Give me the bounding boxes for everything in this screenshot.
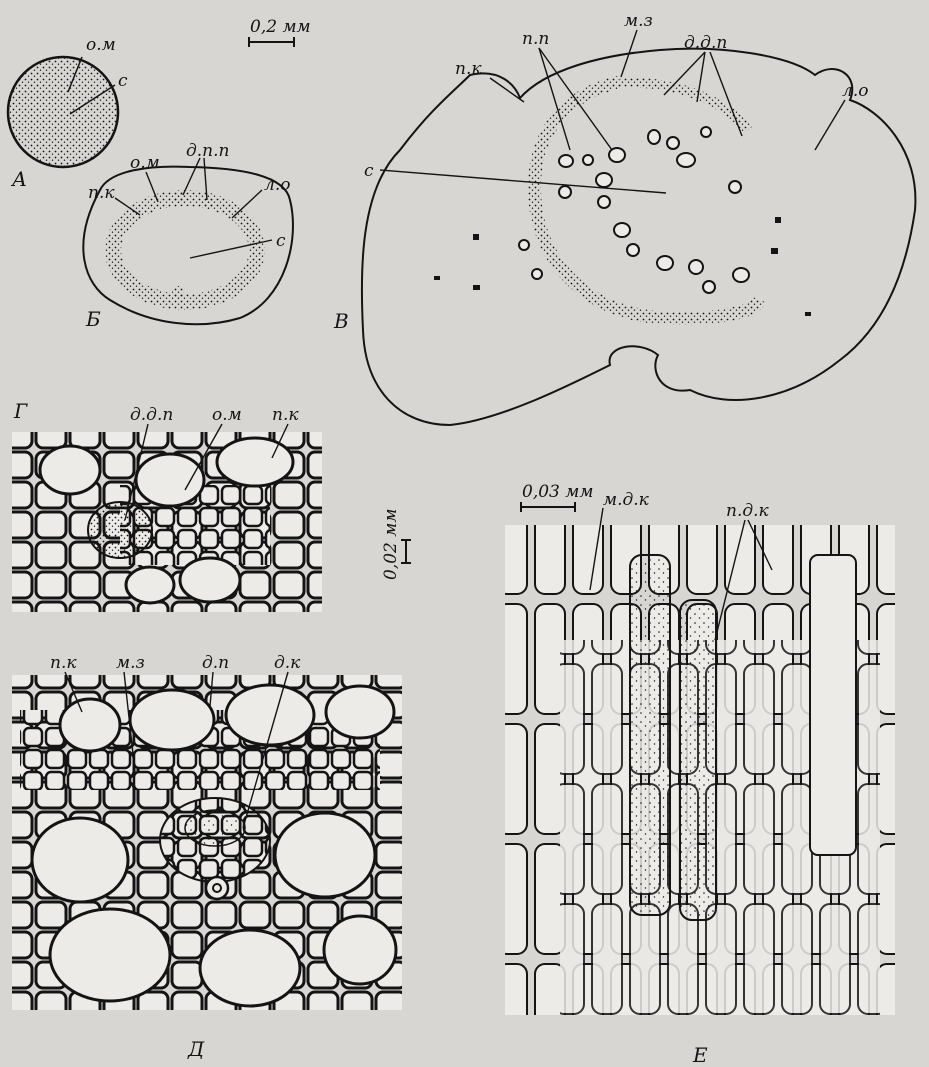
panel-b-label-pk: п.к bbox=[88, 183, 115, 203]
scale-label-right: 0,03 мм bbox=[522, 482, 593, 502]
panel-v-label-ddp: д.д.п bbox=[684, 33, 727, 53]
panel-v-label-pk: п.к bbox=[455, 59, 482, 79]
scale-bar-middle: 0,02 мм bbox=[381, 509, 411, 580]
panel-a-section bbox=[8, 57, 118, 167]
panel-v-letter: В bbox=[333, 309, 349, 333]
panel-d-label-pk: п.к bbox=[50, 653, 77, 673]
panel-v: п.п м.з д.д.п п.к л.о с В bbox=[333, 11, 915, 425]
panel-g-label-pk: п.к bbox=[272, 405, 299, 425]
panel-d-label-dp: д.п bbox=[202, 653, 229, 673]
panel-v-label-mz: м.з bbox=[624, 11, 653, 31]
panel-b-label-lo: л.о bbox=[264, 175, 290, 195]
panel-g-label-om: о.м bbox=[212, 405, 242, 425]
panel-v-outline bbox=[362, 49, 916, 425]
panel-a-label-c: с bbox=[118, 71, 128, 91]
panel-g-label-ddp: д.д.п bbox=[130, 405, 173, 425]
panel-v-ring bbox=[534, 82, 760, 318]
panel-e-label-pdk: п.д.к bbox=[726, 501, 770, 521]
panel-d: п.к м.з д.п д.к Д bbox=[12, 653, 402, 1061]
panel-v-label-pp: п.п bbox=[522, 29, 549, 49]
scale-label-middle: 0,02 мм bbox=[381, 509, 401, 580]
panel-e-letter: Е bbox=[692, 1043, 708, 1067]
panel-b-letter: Б bbox=[85, 307, 101, 331]
panel-d-label-dk: д.к bbox=[274, 653, 301, 673]
scale-bar-top: 0,2 мм bbox=[249, 17, 311, 47]
panel-v-label-c: с bbox=[364, 161, 374, 181]
panel-e: м.д.к п.д.к Е bbox=[505, 490, 895, 1067]
panel-v-label-lo: л.о bbox=[842, 81, 868, 101]
panel-b-ring bbox=[113, 198, 257, 302]
panel-g-letter: Г bbox=[13, 399, 28, 423]
panel-d-letter: Д bbox=[187, 1037, 205, 1061]
panel-b: о.м д.п.п п.к л.о с Б bbox=[83, 141, 293, 331]
panel-b-label-c: с bbox=[276, 231, 286, 251]
panel-d-label-mz: м.з bbox=[116, 653, 145, 673]
panel-a-label-om: о.м bbox=[86, 35, 116, 55]
scale-bar-right: 0,03 мм bbox=[521, 482, 593, 512]
panel-g: д.д.п о.м п.к Г bbox=[12, 399, 322, 612]
panel-e-label-mdk: м.д.к bbox=[603, 490, 650, 510]
panel-a-letter: А bbox=[10, 167, 27, 191]
panel-b-label-om: о.м bbox=[130, 153, 160, 173]
panel-a: о.м с А bbox=[8, 35, 128, 191]
panel-b-label-ddp: д.п.п bbox=[186, 141, 229, 161]
scale-label-top: 0,2 мм bbox=[250, 17, 311, 37]
